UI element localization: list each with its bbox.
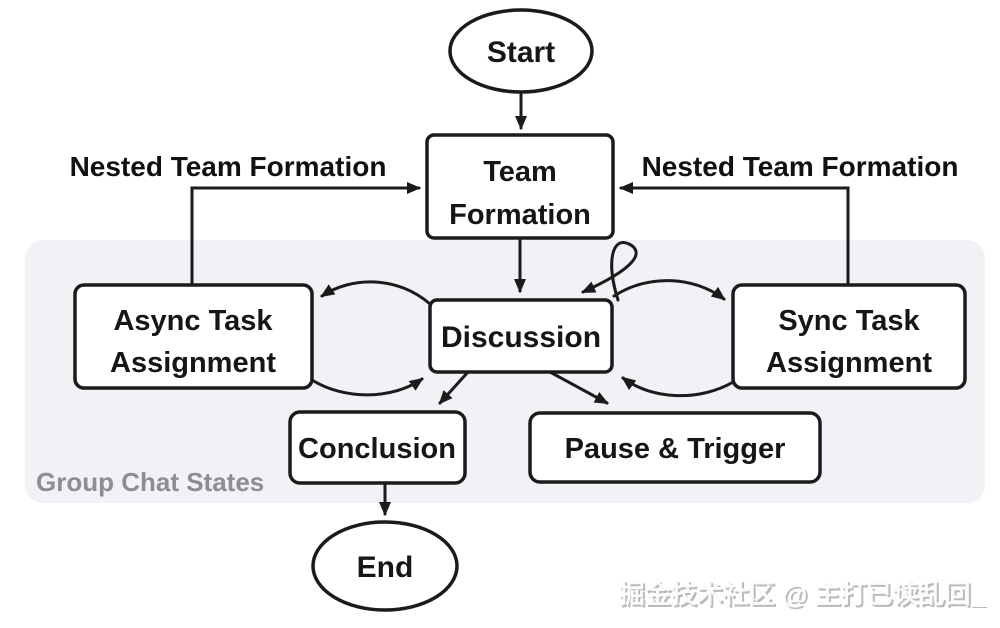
node-end: End	[311, 520, 459, 612]
team-formation-label: Team	[483, 156, 557, 188]
discussion-label: Discussion	[441, 321, 601, 354]
team-formation-label-line2: Formation	[449, 199, 591, 231]
edges	[190, 91, 850, 516]
nested-team-formation-label-left: Nested Team Formation	[70, 151, 387, 182]
pause-trigger-label: Pause & Trigger	[565, 433, 786, 465]
pause-trigger-box	[528, 411, 822, 484]
group-chat-states-label: Group Chat States	[36, 467, 264, 497]
end-label: End	[357, 551, 414, 584]
node-conclusion: Conclusion	[288, 410, 467, 485]
node-start: Start	[448, 8, 594, 94]
start-label: Start	[487, 36, 555, 69]
edge-discussion-to-sync	[612, 279, 726, 301]
edge-discussion-self-loop	[581, 241, 638, 302]
async-task-label: Async Task	[113, 305, 273, 337]
nested-team-formation-label-right: Nested Team Formation	[642, 151, 959, 182]
sync-task-label: Sync Task	[778, 305, 920, 337]
watermark-text: 掘金技术社区 @ 主打已读乱回_	[619, 579, 986, 609]
async-task-label-line2: Assignment	[110, 347, 276, 379]
conclusion-label: Conclusion	[298, 433, 456, 465]
async-task-box	[73, 283, 314, 390]
edge-sync-to-discussion	[621, 376, 737, 398]
node-team-formation: Team Formation	[425, 133, 615, 240]
edge-async-to-team-formation	[190, 182, 421, 287]
edge-discussion-to-async	[320, 280, 432, 306]
sync-task-label-line2: Assignment	[766, 347, 932, 379]
edge-discussion-to-conclusion	[438, 370, 470, 405]
node-sync-task-assignment: Sync Task Assignment	[731, 283, 967, 390]
team-formation-box	[425, 133, 615, 240]
start-ellipse	[448, 8, 594, 94]
node-discussion: Discussion	[428, 298, 614, 374]
sync-task-box	[731, 283, 967, 390]
edge-async-to-discussion	[310, 377, 424, 397]
edge-sync-to-team-formation	[619, 182, 850, 287]
watermark-shadow: 掘金技术社区 @ 主打已读乱回_	[621, 581, 988, 611]
edge-discussion-to-pause-trigger	[548, 370, 609, 405]
conclusion-box	[288, 410, 467, 485]
discussion-box	[428, 298, 614, 374]
end-ellipse	[311, 520, 459, 612]
node-async-task-assignment: Async Task Assignment	[73, 283, 314, 390]
node-pause-trigger: Pause & Trigger	[528, 411, 822, 484]
